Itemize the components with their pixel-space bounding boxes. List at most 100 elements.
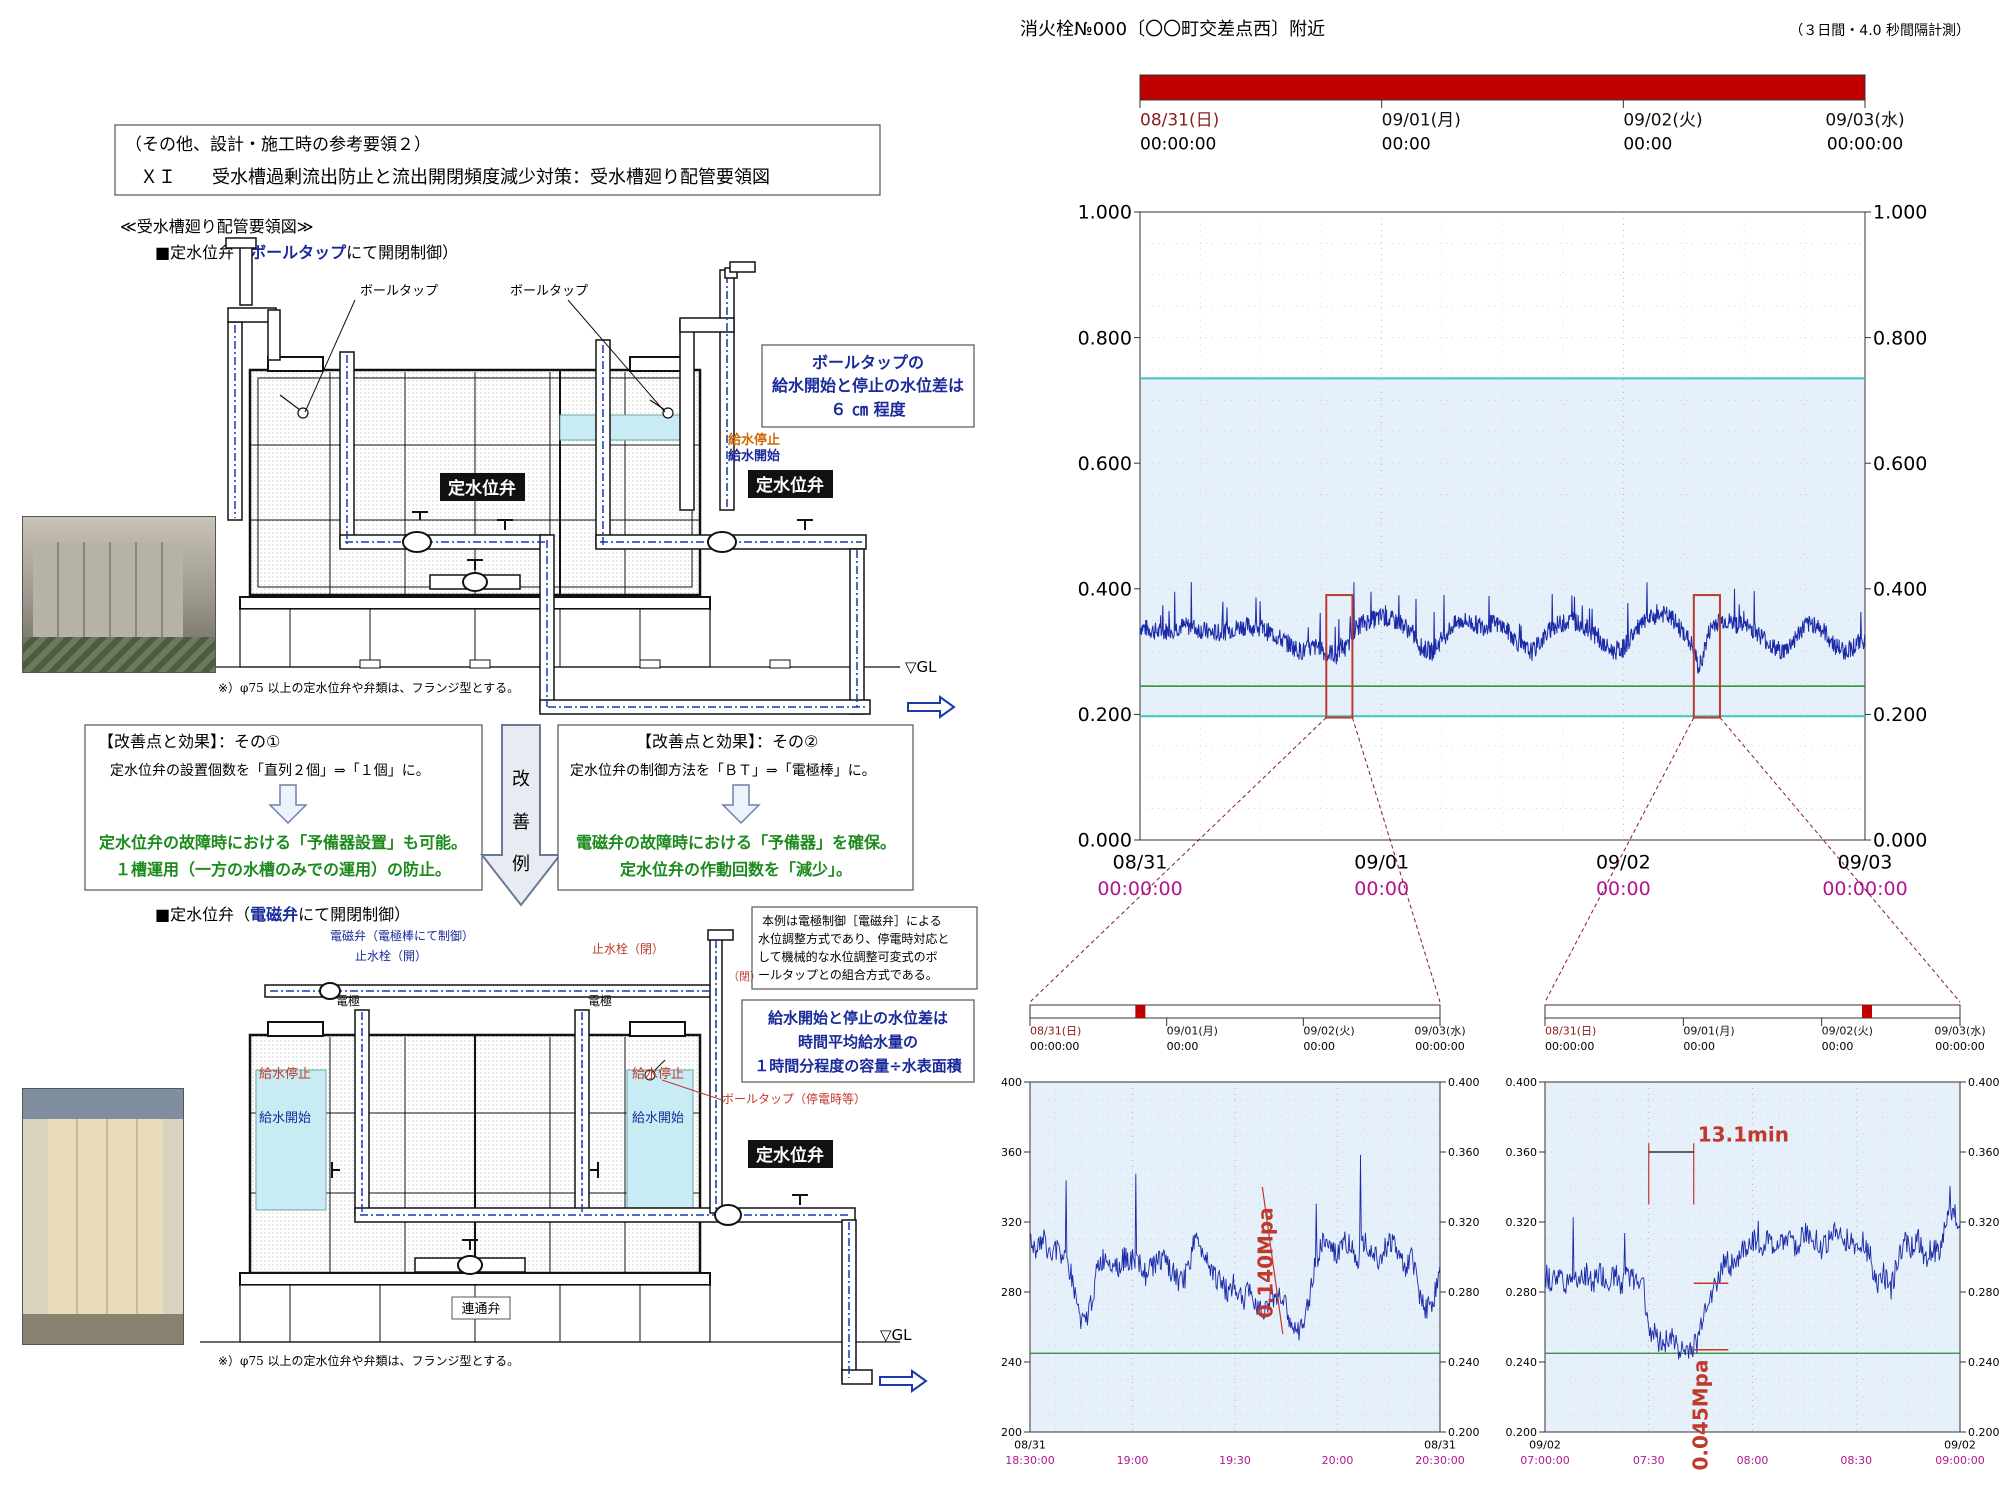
timeline-window-marker (1135, 1005, 1146, 1018)
y-tick-label-left: 0.000 (1078, 830, 1132, 852)
y-tick-label-left: 1.000 (1078, 202, 1132, 224)
zoom-chart-2: 08/31(日)00:00:0009/01(月)00:0009/02(火)00:… (1506, 1004, 2000, 1471)
y-tick-label-left: 0.240 (1000, 1356, 1022, 1369)
electrode-label1: 電極 (336, 993, 360, 1008)
timeline-date-label: 09/01(月) (1382, 111, 1461, 131)
x-tick-time-label: 20:30:00 (1415, 1454, 1464, 1467)
y-tick-label-left: 0.400 (1078, 578, 1132, 600)
balltap-label-right: ボールタップ (510, 284, 588, 299)
x-tick-date-label: 09/02 (1944, 1439, 1976, 1452)
timeline-window-marker (1862, 1005, 1873, 1018)
valve-label-bottom: 定水位弁 (756, 1145, 824, 1166)
improvement2-green2: 定水位弁の作動回数を「減少」。 (619, 860, 852, 879)
timeline-time-label: 00:00:00 (1030, 1040, 1079, 1053)
timeline-time-label: 00:00 (1623, 134, 1672, 154)
valve-label1-box (440, 473, 525, 501)
timeline-date-label: 08/31(日) (1140, 111, 1219, 131)
y-tick-label-left: 0.360 (1506, 1146, 1538, 1159)
timeline-date-label: 09/02(火) (1822, 1025, 1873, 1038)
x-tick-date-label: 09/01 (1354, 852, 1409, 874)
arrow-char-2: 善 (512, 812, 530, 833)
bottom-info-box (751, 906, 978, 990)
connect-valve-box (451, 1296, 511, 1320)
zoom-leader-right (1351, 717, 1441, 1003)
connect-valve-label: 連通弁 (461, 1302, 500, 1317)
pressure-drop-annotation: 0.140Mpa (1254, 1207, 1278, 1318)
y-tick-label-right: 0.200 (1448, 1426, 1480, 1439)
y-tick-label-left: 0.800 (1078, 327, 1132, 349)
y-tick-label-left: 0.320 (1506, 1216, 1538, 1229)
timeline-bar (1029, 1004, 1441, 1019)
callout-bottom-line1: 給水開始と停止の水位差は (768, 1009, 948, 1027)
improvement1-title: 【改善点と効果】：その① (98, 732, 280, 751)
timeline-time-label: 00:00 (1382, 134, 1431, 154)
improvement-down-arrow (479, 724, 563, 907)
timeline-date-label: 09/01(月) (1683, 1025, 1734, 1038)
y-tick-label-left: 0.360 (1000, 1146, 1022, 1159)
balltap-label-left: ボールタップ (360, 284, 438, 299)
start-level-label-bottom2: 給水開始 (632, 1111, 684, 1126)
y-tick-label-right: 0.200 (1968, 1426, 2000, 1439)
improvement2-title: 【改善点と効果】：その② (636, 732, 818, 751)
improvement1-green2: １槽運用（一方の水槽のみでの運用）の防止。 (115, 860, 451, 879)
y-tick-label-right: 1.000 (1873, 202, 1927, 224)
timeline-time-label: 00:00:00 (1827, 134, 1903, 154)
pressure-series-line (1139, 581, 1866, 674)
plot-frame (1029, 1081, 1441, 1433)
piping-diagram-canvas: （その他、設計・施工時の参考要領２） ＸＩ 受水槽過剰流出防止と流出開閉頻度減少… (84, 124, 978, 1393)
pressure-drop-arrow (1261, 1186, 1284, 1335)
x-tick-date-label: 08/31 (1424, 1439, 1456, 1452)
y-tick-label-left: 0.200 (1078, 704, 1132, 726)
y-tick-label-right: 0.400 (1448, 1076, 1480, 1089)
x-tick-time-label: 08:30 (1840, 1454, 1872, 1467)
gl-label-top: ▽GL (905, 658, 937, 676)
timeline-date-label: 08/31(日) (1545, 1025, 1596, 1038)
bottom-info-line2: 水位調整方式であり、停電時対応と (758, 931, 949, 946)
y-tick-label-right: 0.240 (1448, 1356, 1480, 1369)
stopcock-closed-label: 止水栓（閉） (592, 941, 664, 956)
timeline-time-label: 00:00:00 (1545, 1040, 1594, 1053)
x-tick-time-label: 00:00 (1596, 878, 1651, 900)
callout-bottom-line2: 時間平均給水量の (798, 1033, 918, 1051)
timeline-time-label: 00:00 (1167, 1040, 1199, 1053)
zoom-window-highlight (1692, 594, 1721, 719)
y-tick-label-left: 0.200 (1506, 1426, 1538, 1439)
balltap-outage-label: ボールタップ（停電時等） (722, 1091, 866, 1106)
valve-label1: 定水位弁 (448, 478, 516, 499)
callout-top-line3: ６ ㎝ 程度 (830, 400, 906, 419)
pressure-series-line (1544, 1185, 1961, 1360)
y-tick-label-left: 0.600 (1078, 453, 1132, 475)
gl-label-bottom: ▽GL (880, 1326, 912, 1344)
y-tick-label-right: 0.200 (1873, 704, 1927, 726)
x-tick-time-label: 00:00:00 (1097, 878, 1182, 900)
callout-bottom-box (741, 999, 975, 1083)
timeline-time-label: 00:00:00 (1415, 1040, 1464, 1053)
y-tick-label-right: 0.400 (1873, 578, 1927, 600)
callout-bottom-line3: １時間分程度の容量÷水表面積 (754, 1057, 963, 1075)
x-tick-date-label: 09/02 (1596, 852, 1651, 874)
valve-label2-box (748, 470, 833, 498)
stopcock-open-label: 止水栓（開） (355, 948, 427, 963)
timeline-date-label: 09/03(水) (1934, 1025, 1985, 1038)
duration-annotation: 13.1min (1698, 1123, 1789, 1147)
note-top: ※）φ75 以上の定水位弁や弁類は、フランジ型とする。 (218, 680, 519, 695)
y-tick-label-left: 0.400 (1506, 1076, 1538, 1089)
pressure-monitoring-panel: 消火栓№000〔〇〇町交差点西〕附近 （３日間・4.0 秒間隔計測） 08/31… (991, 0, 2000, 1500)
y-tick-label-left: 0.400 (1000, 1076, 1022, 1089)
improvement1-arrow (268, 784, 308, 825)
x-tick-date-label: 09/03 (1838, 852, 1893, 874)
x-tick-time-label: 19:00 (1117, 1454, 1149, 1467)
start-level-label-top: 給水開始 (728, 448, 780, 464)
y-tick-label-left: 0.280 (1000, 1286, 1022, 1299)
x-tick-time-label: 07:00:00 (1520, 1454, 1569, 1467)
timeline-date-label: 08/31(日) (1030, 1025, 1081, 1038)
stop-level-label-bottom1: 給水停止 (259, 1066, 311, 1082)
callout-top-box (761, 344, 975, 428)
diagram-subtitle: ≪受水槽廻り配管要領図≫ (120, 217, 314, 236)
improvement1-green1: 定水位弁の故障時における「予備器設置」も可能。 (98, 833, 467, 852)
callout-top-line2: 給水開始と停止の水位差は (772, 376, 964, 395)
solenoid-label: 電磁弁（電極棒にて制御） (330, 928, 474, 943)
header-line1: （その他、設計・施工時の参考要領２） (125, 135, 431, 155)
note-bottom: ※）φ75 以上の定水位弁や弁類は、フランジ型とする。 (218, 1353, 519, 1368)
y-tick-label-right: 0.280 (1968, 1286, 2000, 1299)
